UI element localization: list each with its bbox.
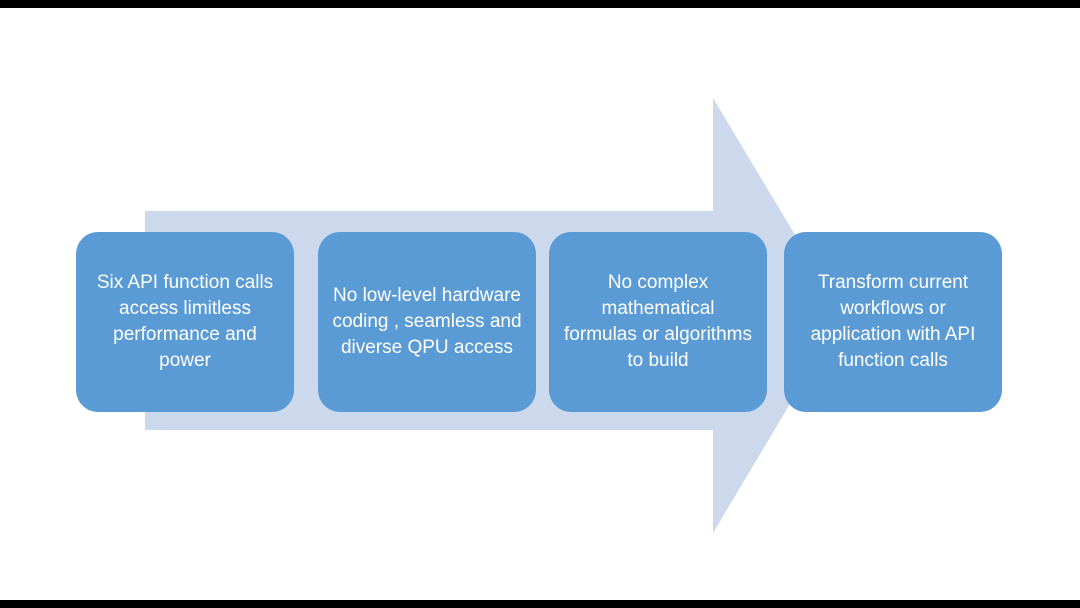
letterbox-top (0, 0, 1080, 8)
step-box-3: No complex mathematical formulas or algo… (549, 232, 767, 412)
step-box-4: Transform current workflows or applicati… (784, 232, 1002, 412)
slide: Six API function calls access limitless … (0, 8, 1080, 600)
step-label-1: Six API function calls access limitless … (96, 271, 274, 372)
step-label-2: No low-level hardware coding , seamless … (332, 284, 522, 359)
letterbox-bottom (0, 600, 1080, 608)
step-box-1: Six API function calls access limitless … (76, 232, 294, 412)
step-box-2: No low-level hardware coding , seamless … (318, 232, 536, 412)
step-label-3: No complex mathematical formulas or algo… (564, 271, 752, 372)
step-label-4: Transform current workflows or applicati… (810, 271, 976, 372)
